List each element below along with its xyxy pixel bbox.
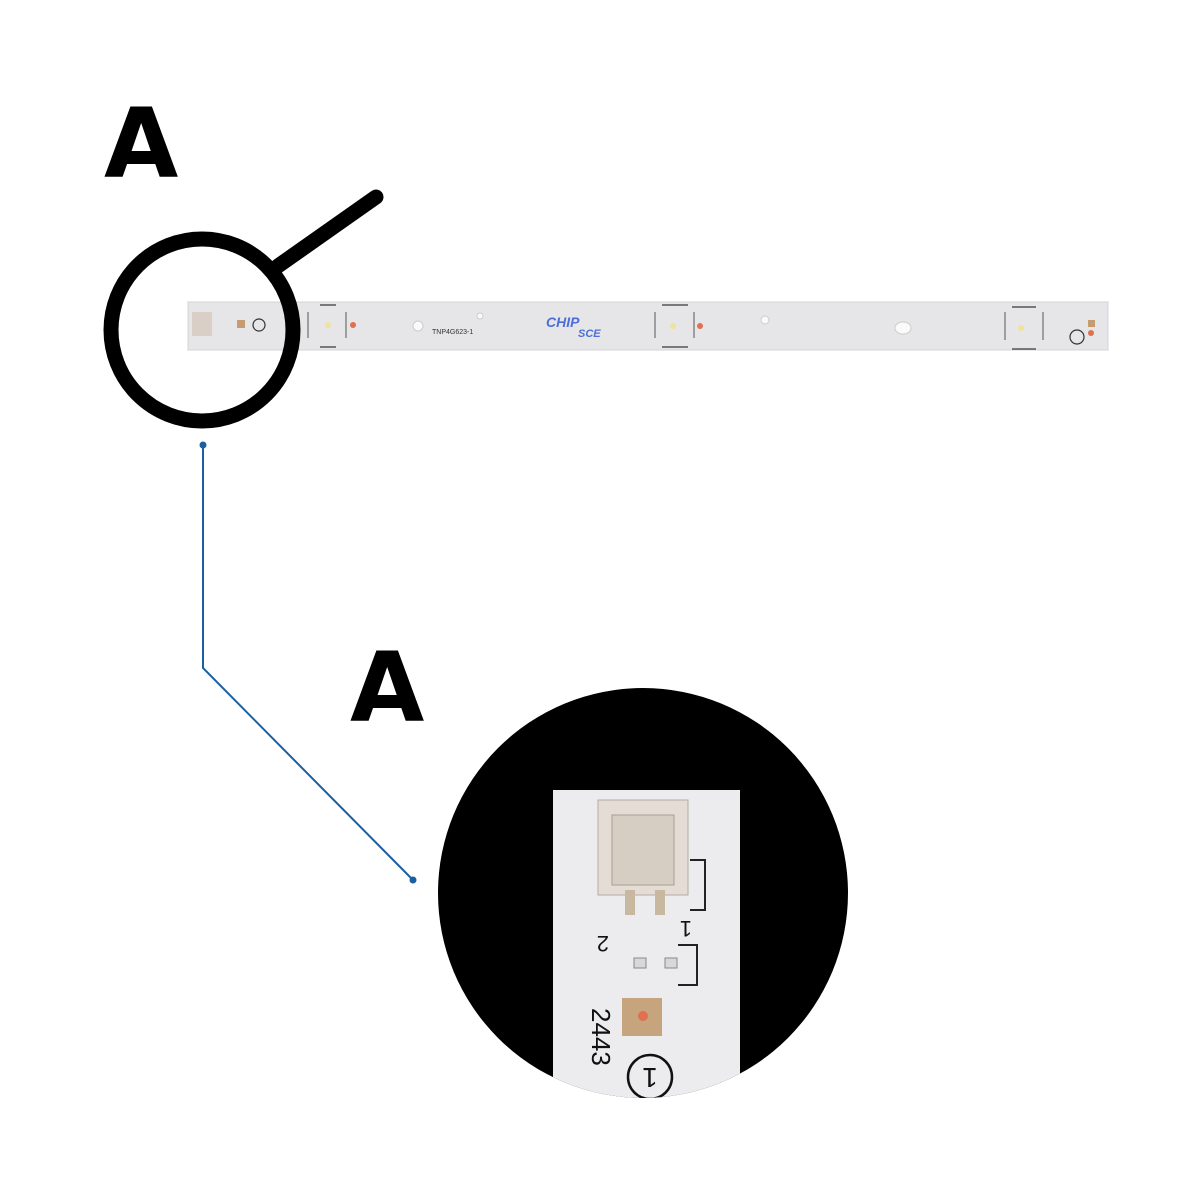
part-number: TNP4G623-1 xyxy=(432,329,473,336)
led-2 xyxy=(654,304,703,348)
logo-chip: CHIP xyxy=(546,314,580,330)
led-3 xyxy=(1004,306,1044,350)
magnifier-icon xyxy=(103,189,384,429)
zoomed-detail: 1 2 1 2443 xyxy=(438,688,848,1098)
led-1 xyxy=(307,304,356,348)
label-a-bottom: A xyxy=(350,632,425,744)
connector-zoomed xyxy=(597,799,689,915)
leader-line xyxy=(199,441,417,884)
label-a-top: A xyxy=(104,88,179,200)
led-strip-board: TNP4G623-1 CHIP SCE xyxy=(187,301,1109,351)
pin-1-label: 1 xyxy=(680,916,692,941)
pin-code: 2443 xyxy=(586,1008,616,1066)
circle-mark: 1 xyxy=(642,1062,658,1093)
pin-2-label: 2 xyxy=(597,931,609,956)
connector xyxy=(192,312,212,336)
logo-sce: SCE xyxy=(578,328,601,340)
